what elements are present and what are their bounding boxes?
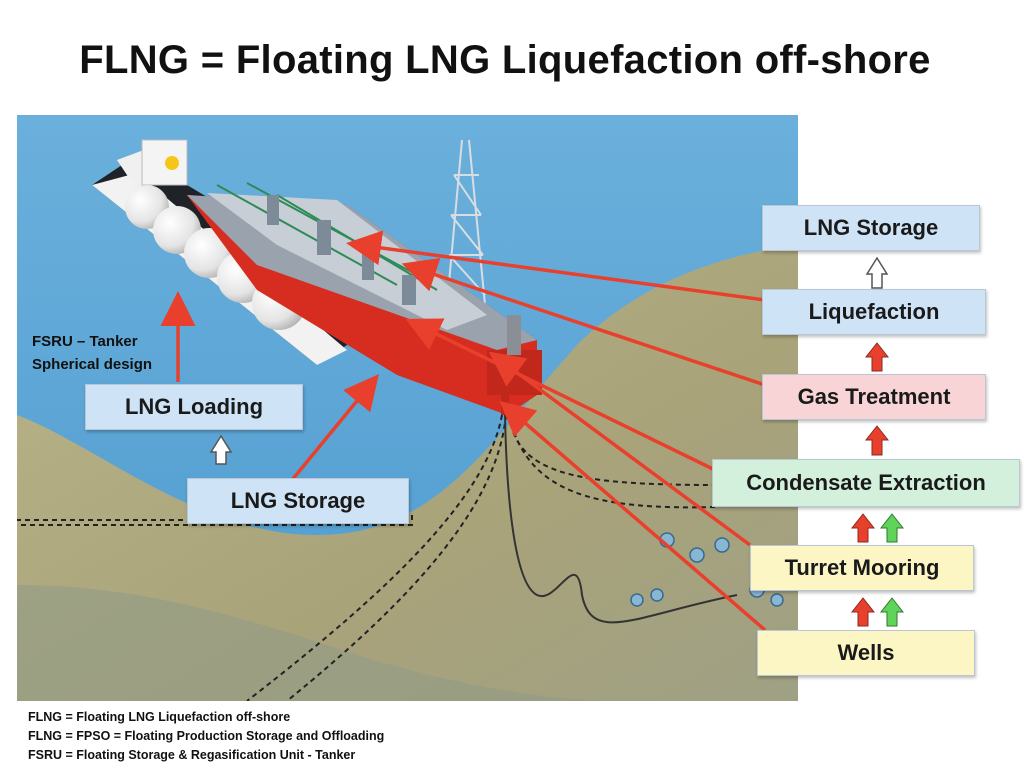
step-lng-loading: LNG Loading [85,384,303,430]
legend-line: FSRU = Floating Storage & Regasification… [28,746,384,765]
fsru-caption-line1: FSRU – Tanker [32,330,152,353]
legend-line: FLNG = FPSO = Floating Production Storag… [28,727,384,746]
pointer-turret [500,360,750,545]
step-wells: Wells [757,630,975,676]
step-lng-storage: LNG Storage [762,205,980,251]
pointer-wells [510,410,765,630]
step-liquefaction: Liquefaction [762,289,986,335]
step-turret-mooring: Turret Mooring [750,545,974,591]
fsru-caption: FSRU – Tanker Spherical design [32,330,152,376]
step-condensate-extraction: Condensate Extraction [712,459,1020,507]
step-gas-treatment: Gas Treatment [762,374,986,420]
pointer-gas-treatment [415,268,765,385]
fsru-caption-line2: Spherical design [32,353,152,376]
pointer-condensate [418,325,715,470]
step-lng-storage-tanker: LNG Storage [187,478,409,524]
legend-line: FLNG = Floating LNG Liquefaction off-sho… [28,708,384,727]
pointer-liquefaction [360,245,765,300]
pointer-lng-storage-left [292,385,370,480]
legend: FLNG = Floating LNG Liquefaction off-sho… [28,708,384,765]
